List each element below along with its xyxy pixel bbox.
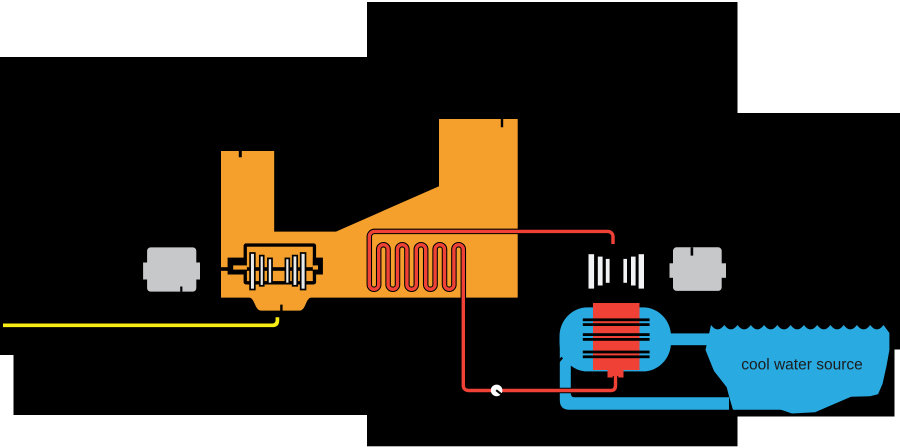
svg-text:cool water source: cool water source bbox=[741, 357, 862, 374]
